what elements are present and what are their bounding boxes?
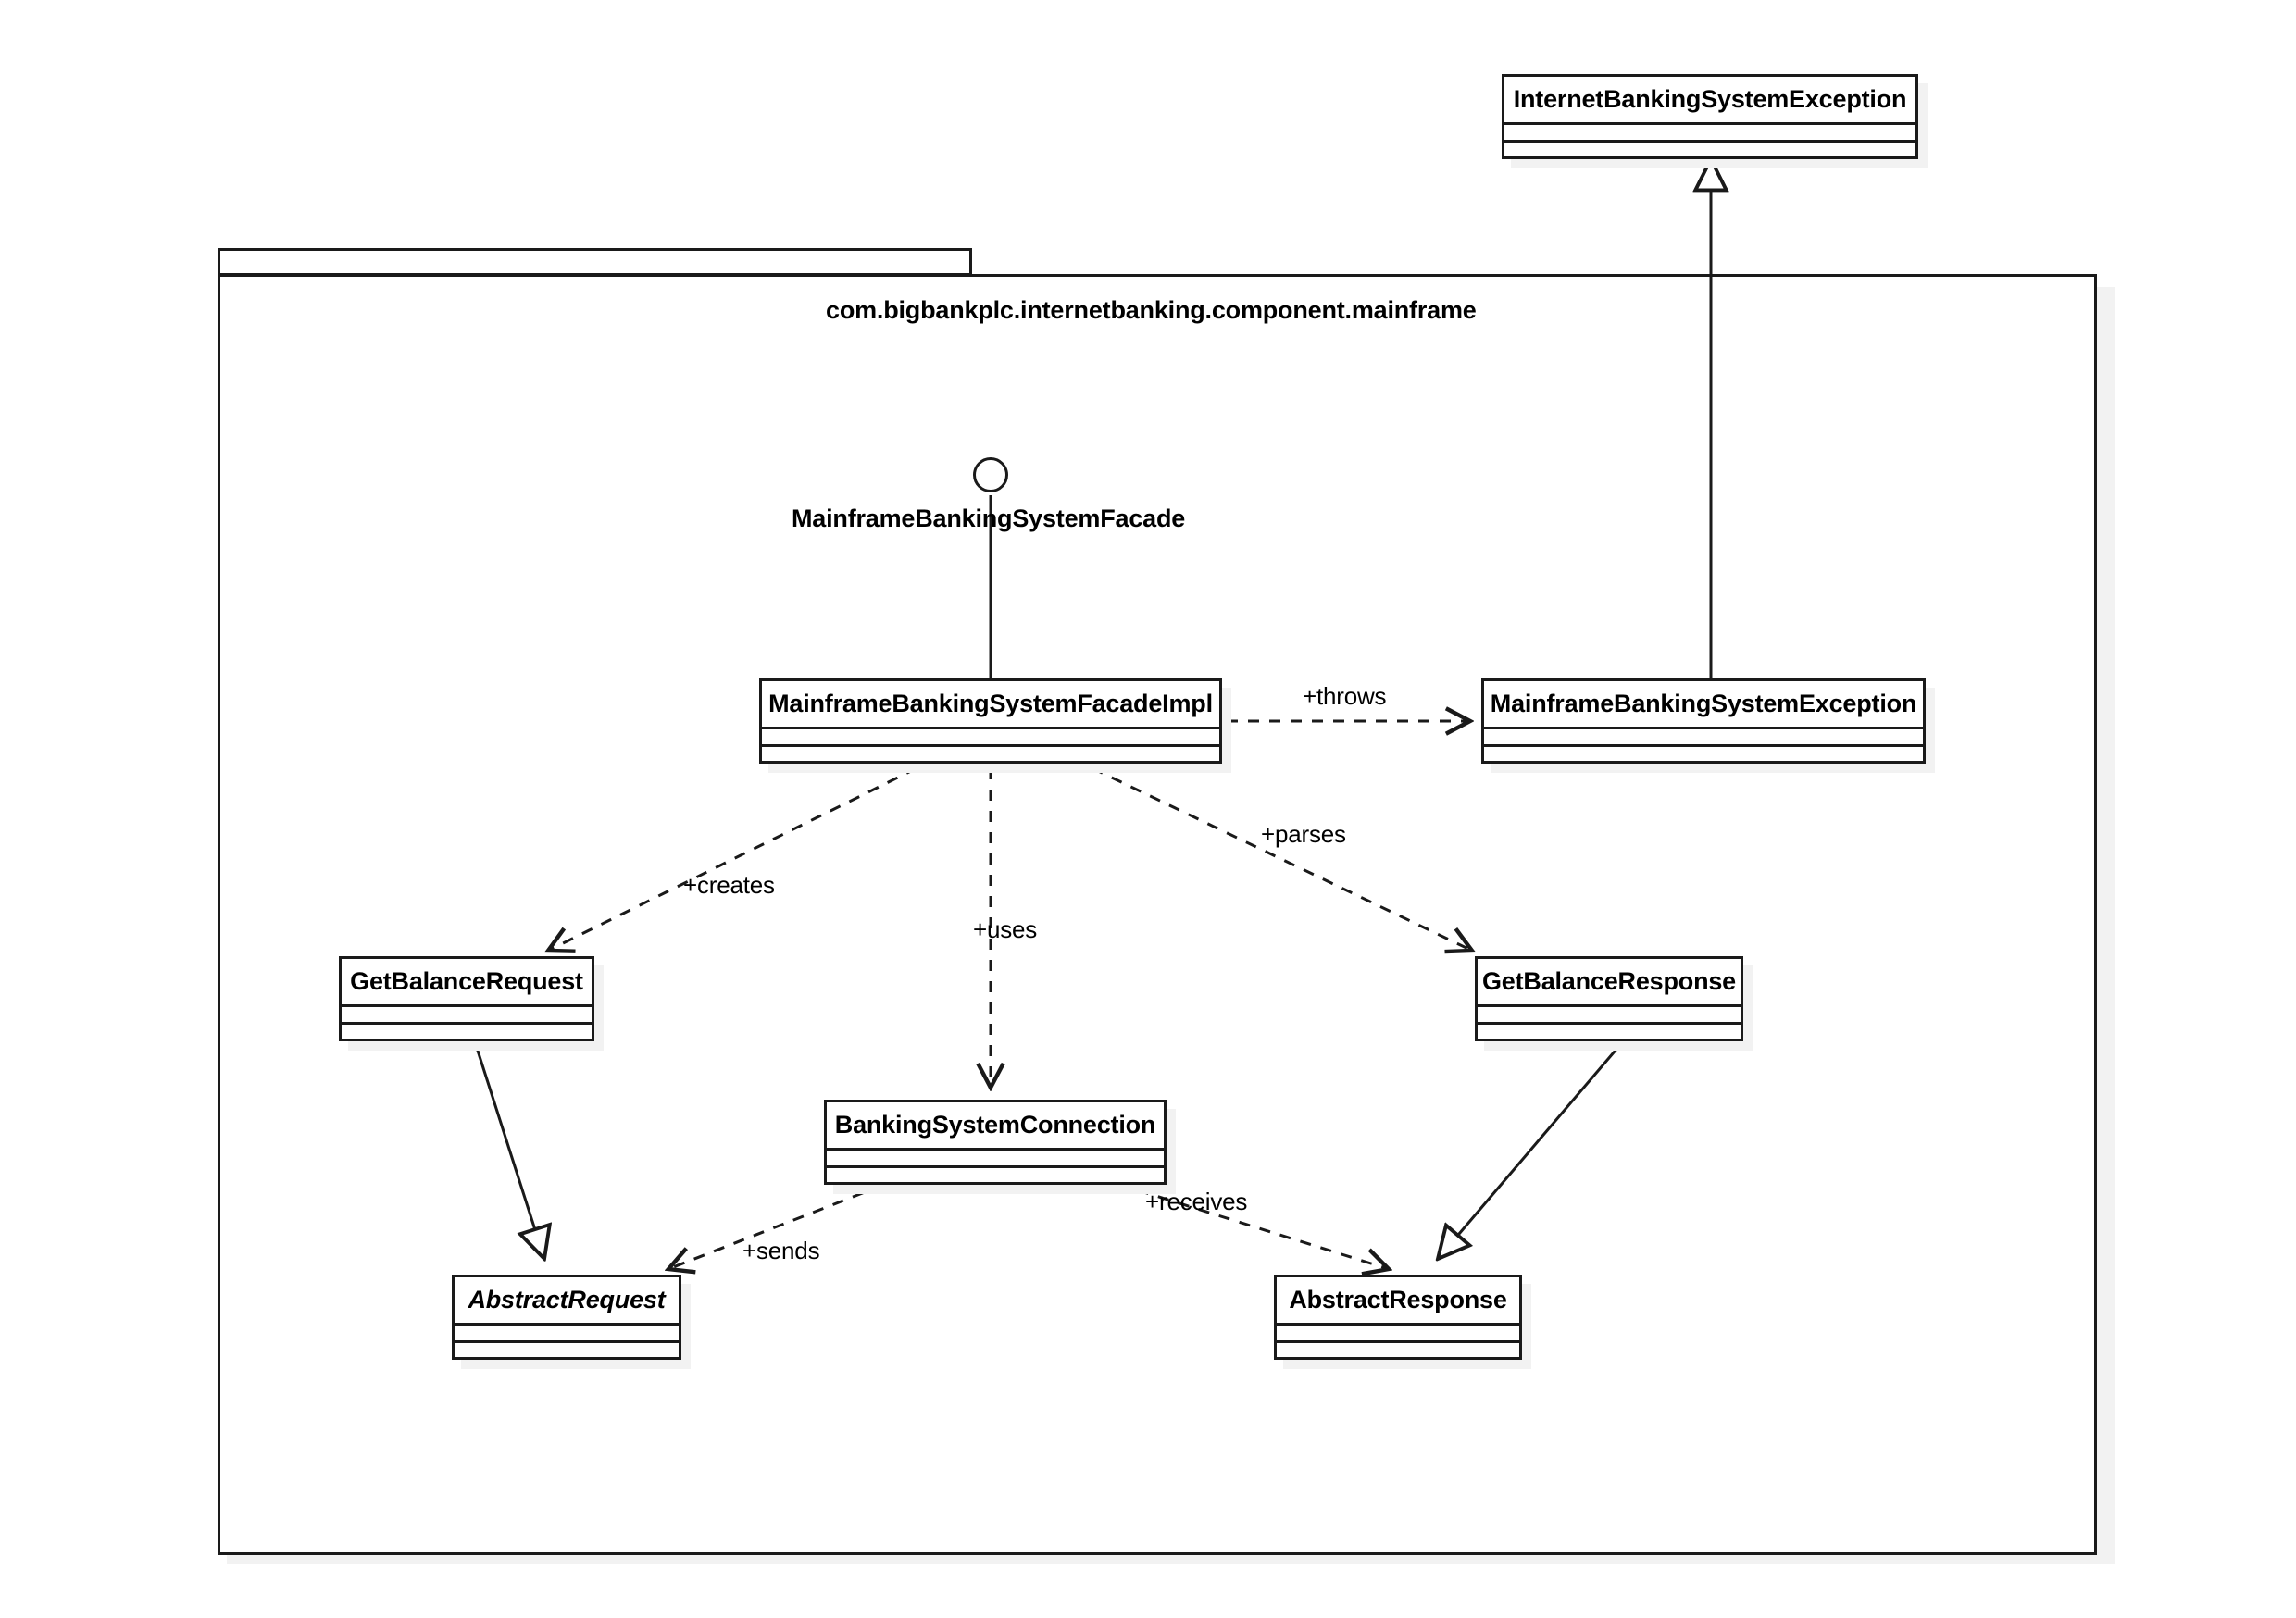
edge-label-creates: +creates: [683, 871, 775, 899]
class-name-compartment: AbstractResponse: [1277, 1277, 1519, 1326]
class-abstract-response[interactable]: AbstractResponse: [1274, 1275, 1531, 1369]
interface-label: MainframeBankingSystemFacade: [792, 504, 1186, 532]
class-operations-compartment: [455, 1343, 679, 1358]
class-attributes-compartment: [455, 1326, 679, 1343]
class-attributes-compartment: [1478, 1007, 1741, 1025]
interface-lollipop-icon[interactable]: [973, 457, 1008, 492]
edge-label-uses: +uses: [973, 915, 1038, 943]
class-name-text: AbstractResponse: [1289, 1286, 1507, 1313]
class-attributes-compartment: [342, 1007, 592, 1025]
class-frame: AbstractResponse: [1274, 1275, 1522, 1360]
class-get-balance-response[interactable]: GetBalanceResponse: [1475, 956, 1753, 1051]
class-frame: GetBalanceResponse: [1475, 956, 1743, 1041]
class-frame: MainframeBankingSystemException: [1481, 678, 1926, 764]
class-name-text: AbstractRequest: [468, 1286, 666, 1313]
class-name-text: MainframeBankingSystemFacadeImpl: [768, 690, 1213, 717]
class-name-text: GetBalanceResponse: [1481, 967, 1736, 995]
class-name-text: BankingSystemConnection: [834, 1111, 1156, 1139]
class-operations-compartment: [1277, 1343, 1519, 1358]
class-frame: AbstractRequest: [452, 1275, 681, 1360]
class-get-balance-request[interactable]: GetBalanceRequest: [339, 956, 604, 1051]
class-name-compartment: InternetBankingSystemException: [1504, 77, 1915, 125]
class-operations-compartment: [342, 1025, 592, 1039]
class-frame: MainframeBankingSystemFacadeImpl: [759, 678, 1222, 764]
class-attributes-compartment: [1504, 125, 1915, 143]
class-name-compartment: MainframeBankingSystemFacadeImpl: [762, 681, 1219, 729]
package-tab: [218, 248, 972, 276]
class-name-compartment: GetBalanceRequest: [342, 959, 592, 1007]
class-name-text: MainframeBankingSystemException: [1490, 690, 1917, 717]
class-name-compartment: AbstractRequest: [455, 1277, 679, 1326]
class-name-text: InternetBankingSystemException: [1513, 85, 1907, 113]
class-attributes-compartment: [1484, 729, 1923, 747]
class-frame: BankingSystemConnection: [824, 1100, 1167, 1185]
class-internet-banking-system-exception[interactable]: InternetBankingSystemException: [1502, 74, 1928, 168]
package-title: com.bigbankplc.internetbanking.component…: [826, 296, 1477, 324]
class-mainframe-banking-system-exception[interactable]: MainframeBankingSystemException: [1481, 678, 1935, 773]
class-operations-compartment: [1484, 747, 1923, 762]
edge-label-throws: +throws: [1303, 682, 1387, 710]
class-mainframe-banking-system-facade-impl[interactable]: MainframeBankingSystemFacadeImpl: [759, 678, 1231, 773]
class-abstract-request[interactable]: AbstractRequest: [452, 1275, 691, 1369]
class-attributes-compartment: [1277, 1326, 1519, 1343]
edge-label-parses: +parses: [1261, 820, 1346, 848]
class-banking-system-connection[interactable]: BankingSystemConnection: [824, 1100, 1176, 1194]
edge-label-sends: +sends: [742, 1237, 820, 1264]
class-operations-compartment: [1504, 143, 1915, 157]
class-name-compartment: GetBalanceResponse: [1478, 959, 1741, 1007]
class-frame: GetBalanceRequest: [339, 956, 594, 1041]
class-frame: InternetBankingSystemException: [1502, 74, 1918, 159]
edge-label-receives: +receives: [1145, 1188, 1248, 1215]
class-name-compartment: MainframeBankingSystemException: [1484, 681, 1923, 729]
class-name-compartment: BankingSystemConnection: [827, 1102, 1164, 1151]
class-attributes-compartment: [762, 729, 1219, 747]
class-operations-compartment: [762, 747, 1219, 762]
class-attributes-compartment: [827, 1151, 1164, 1168]
class-name-text: GetBalanceRequest: [350, 967, 583, 995]
class-operations-compartment: [1478, 1025, 1741, 1039]
class-operations-compartment: [827, 1168, 1164, 1183]
